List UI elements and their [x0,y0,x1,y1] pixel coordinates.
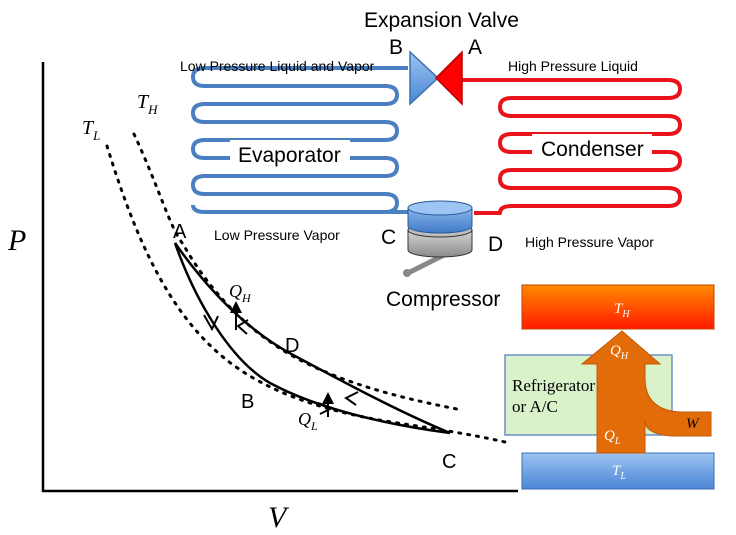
path-a-d-c [173,242,451,435]
low-pressure-vapor-label: Low Pressure Vapor [214,227,340,243]
compressor-lever-end [403,269,411,277]
refrigerator-block: Refrigerator or A/C TH TL QH QL W [504,284,715,490]
p-axis-label: P [7,224,26,257]
refrigerator-label-line2: or A/C [512,397,558,416]
compressor: C D Compressor [381,200,503,311]
cold-reservoir-label: TL [612,463,626,482]
pv-axes: P V [7,62,518,534]
evaporator-label: Evaporator [238,144,341,167]
low-pressure-liquid-vapor-label: Low Pressure Liquid and Vapor [180,58,375,74]
evaporator-tube [191,66,408,214]
compressor-bottom [407,229,473,258]
isotherm-th-label: TH [137,91,158,117]
isotherm-tl-label: TL [82,117,100,143]
condenser-label-bg [532,134,652,162]
refrigerator-label-line1: Refrigerator [512,376,595,395]
valve-blue-triangle [409,50,440,106]
pv-point-d: D [285,335,299,357]
condenser-coil [462,78,682,215]
isotherm-tl-curve [105,144,507,444]
box-qh-label: QH [610,343,629,362]
cycle-paths: A B C D QH QL [173,221,456,473]
qh-label: QH [229,281,252,305]
ql-label: QL [298,409,318,433]
heat-flow-arrow [580,330,712,454]
compressor-top-cap [407,200,473,216]
box-ql-label: QL [604,428,621,447]
evaporator-coil [191,66,410,214]
high-pressure-liquid-label: High Pressure Liquid [508,58,638,74]
arrow-bc [317,402,335,415]
arrow-da [236,319,249,335]
condenser-label: Condenser [541,138,644,161]
valve-red-triangle [434,50,463,106]
pv-point-c: C [442,451,456,473]
pv-point-a: A [173,221,187,243]
compressor-point-c: C [381,226,396,249]
compressor-point-d: D [488,233,503,256]
cold-reservoir [521,452,715,490]
box-work-label: W [686,416,700,432]
pv-point-b: B [241,391,254,413]
hot-reservoir [521,284,715,330]
arrow-ab [203,314,219,332]
valve-point-b: B [389,36,403,59]
high-pressure-vapor-label: High Pressure Vapor [525,234,654,250]
compressor-label: Compressor [386,288,500,311]
evaporator-label-bg [230,140,350,168]
expansion-valve-label: Expansion Valve [364,9,519,32]
expansion-valve: Expansion Valve B A [364,9,519,106]
path-a-b-c [173,242,451,435]
valve-point-a: A [468,36,482,59]
arrow-cd [344,391,359,406]
v-axis-label: V [268,501,290,534]
hot-reservoir-label: TH [614,301,630,320]
condenser-tube [462,78,682,215]
